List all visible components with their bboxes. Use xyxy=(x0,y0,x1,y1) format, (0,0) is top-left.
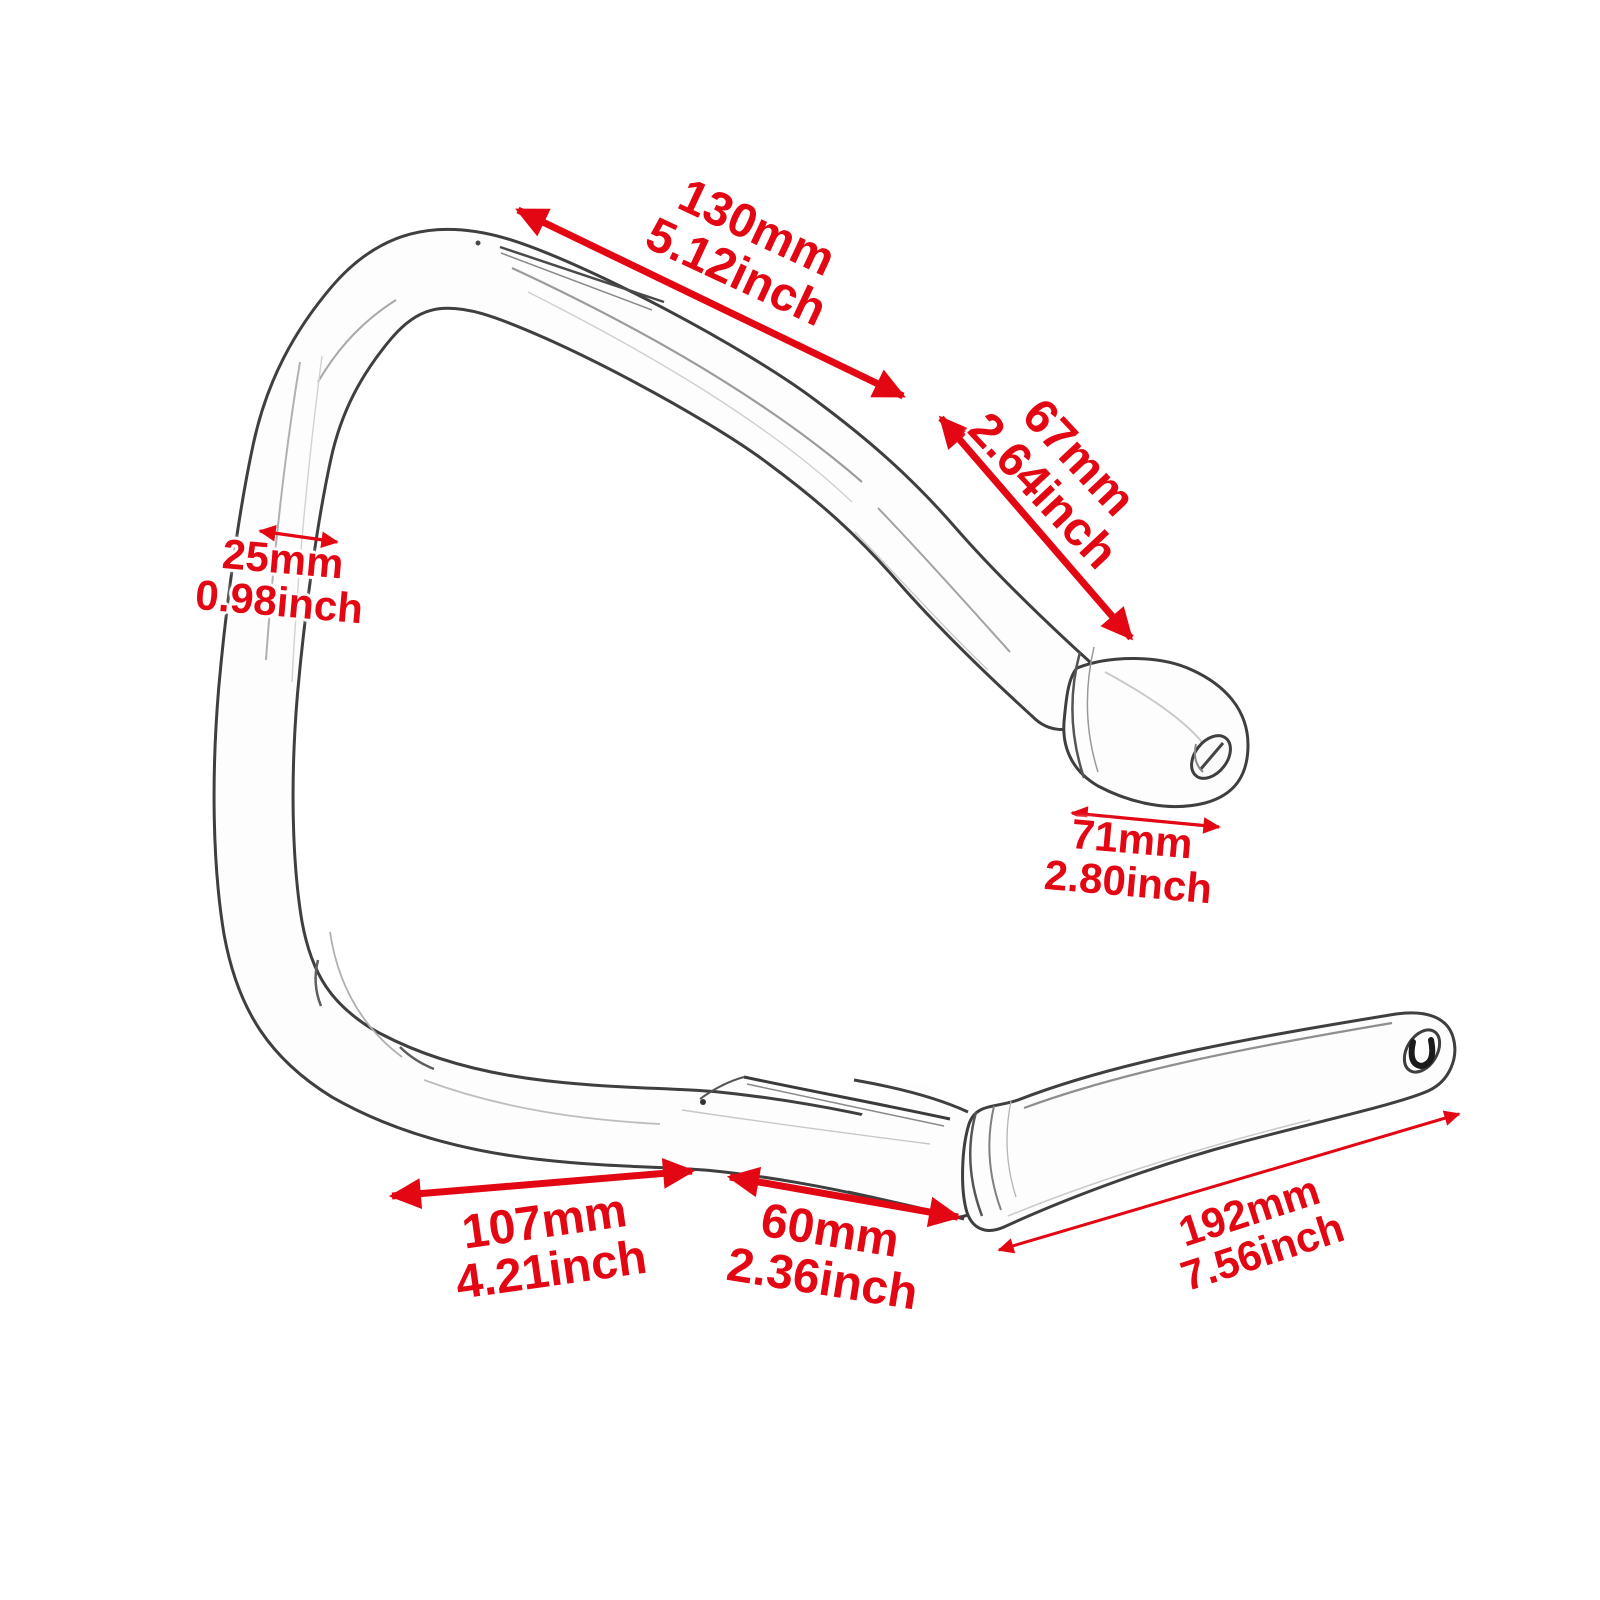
bracket-hole-detail xyxy=(1408,1037,1436,1070)
sketch-dot xyxy=(475,240,481,246)
end-cap-hole-detail xyxy=(1193,743,1204,773)
dimension-arrow-67mm xyxy=(938,415,1134,641)
tube-bend-contour xyxy=(317,299,397,383)
tube-wedge-line xyxy=(743,1075,951,1121)
tube-highlight-line xyxy=(854,531,989,671)
end-cap-body xyxy=(1062,657,1250,809)
cap-collar-line xyxy=(1086,646,1099,773)
bracket-body xyxy=(961,1011,1457,1232)
bracket-bevel-line xyxy=(1023,1021,1393,1110)
dimension-label-71mm: 71mm 2.80inch xyxy=(1042,810,1218,912)
dimension-arrow-71mm xyxy=(1070,806,1221,834)
dimension-arrow-107mm xyxy=(388,1158,696,1209)
tube-highlight-line xyxy=(265,361,301,661)
sketch-dot xyxy=(700,1099,706,1105)
tube-highlight-line xyxy=(291,355,323,683)
tube-wedge-hook xyxy=(699,1076,745,1100)
mounting-bracket xyxy=(961,1011,1457,1232)
tube-edge-tick xyxy=(314,959,323,1007)
end-cap xyxy=(1062,646,1250,809)
junction-collar-line xyxy=(988,1105,1002,1211)
dimension-arrows xyxy=(258,206,1461,1254)
dimension-label-25mm: 25mm 0.98inch xyxy=(193,530,369,632)
cap-collar-line xyxy=(1071,651,1086,779)
tube-bend-contour xyxy=(329,931,403,1058)
tube-body xyxy=(212,227,1103,1221)
tube-edge-tick xyxy=(399,1046,435,1071)
tube-wedge-line xyxy=(746,1083,945,1127)
tube-fill xyxy=(215,230,1100,1216)
dimension-arrow-130mm xyxy=(515,206,906,400)
dimension-arrow-60mm xyxy=(726,1166,962,1228)
dimension-arrow-192mm xyxy=(997,1110,1461,1254)
tube-flare-top-edge xyxy=(853,1078,969,1114)
tube-highlight-line xyxy=(681,1109,931,1145)
end-cap-highlight xyxy=(1104,671,1203,743)
end-cap-hole-detail xyxy=(1198,742,1225,771)
junction-collar-line xyxy=(969,1111,984,1217)
dimension-arrow-25mm xyxy=(258,524,339,549)
tube-highlight-line xyxy=(423,1079,661,1125)
